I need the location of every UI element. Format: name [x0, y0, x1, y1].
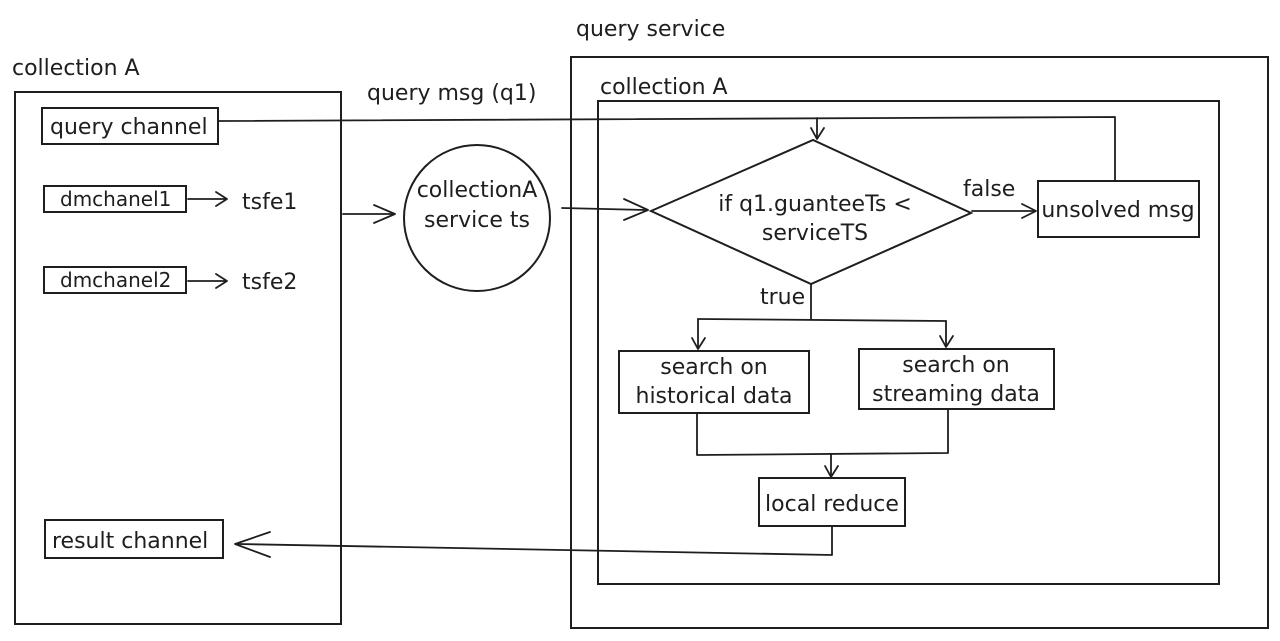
- result-channel-box: [44, 519, 224, 559]
- decision-line2: serviceTS: [762, 221, 868, 246]
- query-channel-label: query channel: [50, 115, 208, 140]
- true-label: true: [760, 285, 805, 310]
- query-channel-line: [218, 116, 1116, 182]
- inner-collection-title: collection A: [600, 75, 728, 100]
- search-streaming-box: [858, 348, 1055, 410]
- service-ts-circle: [403, 144, 551, 292]
- left-to-circle-arrow: [342, 204, 396, 224]
- search-historical-box: [618, 350, 810, 414]
- merge-lines: [696, 409, 949, 478]
- circle-to-decision-arrow: [561, 198, 649, 221]
- left-collection-frame: [14, 91, 342, 625]
- query-service-title: query service: [576, 17, 725, 42]
- true-branch-lines: [691, 283, 954, 350]
- unsolved-msg-label: unsolved msg: [1041, 198, 1194, 223]
- left-collection-title: collection A: [12, 56, 140, 81]
- search-streaming-line2: streaming data: [872, 382, 1040, 407]
- service-ts-line1: collectionA: [417, 178, 538, 203]
- tsfe2-label: tsfe2: [242, 270, 297, 295]
- unsolved-msg-box: [1037, 180, 1200, 238]
- false-arrow: [971, 203, 1037, 219]
- query-msg-label: query msg (q1): [367, 81, 536, 106]
- dmchanel2-arrow: [187, 273, 228, 289]
- local-reduce-label: local reduce: [765, 492, 899, 517]
- dmchanel1-arrow: [187, 191, 228, 207]
- query-service-frame: [570, 56, 1269, 629]
- search-streaming-line1: search on: [902, 353, 1009, 378]
- dmchanel1-label: dmchanel1: [60, 187, 171, 211]
- false-label: false: [963, 177, 1015, 202]
- query-channel-box: [41, 107, 219, 145]
- search-historical-line2: historical data: [636, 384, 793, 409]
- decision-diamond: [648, 138, 974, 286]
- local-reduce-box: [758, 477, 906, 527]
- inner-collection-frame: [597, 100, 1220, 585]
- tsfe1-label: tsfe1: [242, 190, 297, 215]
- search-historical-line1: search on: [660, 355, 767, 380]
- dmchanel1-box: [43, 185, 187, 213]
- service-ts-line2: service ts: [424, 208, 530, 233]
- dmchanel2-label: dmchanel2: [60, 268, 171, 292]
- result-channel-label: result channel: [52, 529, 208, 554]
- result-return-arrow: [234, 526, 833, 558]
- decision-line1: if q1.guanteeTs <: [718, 192, 912, 217]
- dmchanel2-box: [43, 266, 187, 294]
